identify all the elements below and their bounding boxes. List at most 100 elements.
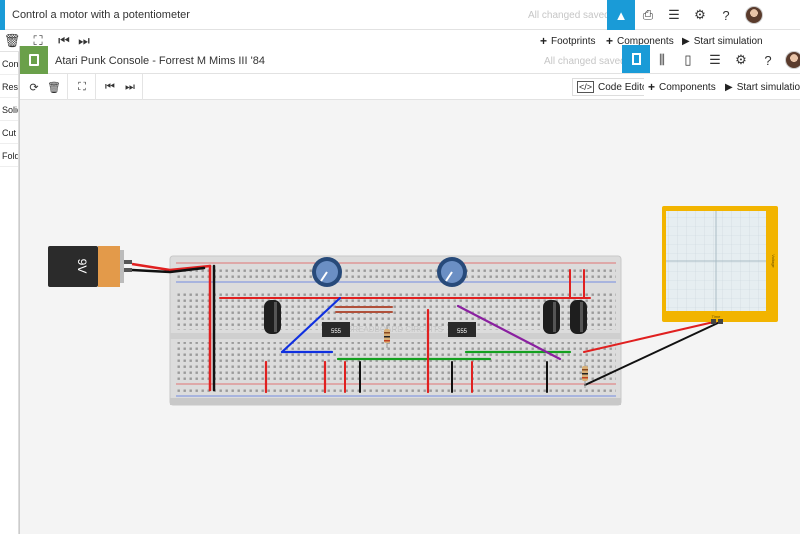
front-avatar[interactable] xyxy=(785,51,800,69)
back-sidebar: Conc Resis Solid Cut li Fold xyxy=(0,52,19,534)
code-icon: </> xyxy=(577,81,595,93)
chip-logo-button[interactable] xyxy=(20,46,48,74)
schematic-icon: ⫼ xyxy=(659,52,665,67)
start-simulation-label: Start simulation xyxy=(736,81,800,93)
breadboard-watermark: BREADBOARD CIRCUITS xyxy=(347,325,443,334)
plus-icon: + xyxy=(606,34,614,48)
code-editor-label: Code Editor xyxy=(598,81,651,93)
front-project-title: Atari Punk Console - Forrest M Mims III … xyxy=(55,55,265,67)
breadboard[interactable]: BREADBOARD CIRCUITS xyxy=(169,255,622,406)
fit-view-icon: ⛶ xyxy=(78,80,86,93)
scope-time-label: Time xyxy=(712,314,722,319)
ic-555-right[interactable]: 555 xyxy=(448,322,476,337)
potentiometer-right[interactable] xyxy=(437,257,467,287)
trash-icon: 🗑 xyxy=(47,81,61,94)
battery-9v[interactable]: 9V xyxy=(48,246,132,287)
wires[interactable] xyxy=(168,264,721,394)
fit-view-button[interactable]: ⛶ xyxy=(70,75,94,99)
capacitor-middle[interactable] xyxy=(543,300,560,334)
print-button[interactable]: ⎙ xyxy=(636,3,660,27)
front-list-button[interactable]: ☰ xyxy=(703,48,727,72)
gear-icon: ⚙ xyxy=(694,7,706,22)
sidebar-item-3[interactable]: Cut li xyxy=(0,121,18,144)
back-fit-button[interactable]: ⛶ xyxy=(26,29,50,53)
front-window: Atari Punk Console - Forrest M Mims III … xyxy=(19,45,800,534)
front-titlebar: Atari Punk Console - Forrest M Mims III … xyxy=(20,45,800,74)
plus-icon: + xyxy=(540,34,548,48)
list-icon: ☰ xyxy=(709,52,721,67)
play-icon: ▶ xyxy=(725,81,733,93)
capacitor-left[interactable] xyxy=(264,300,281,334)
help-button[interactable]: ? xyxy=(714,3,738,27)
battery-negative-wire[interactable] xyxy=(131,268,171,274)
oscilloscope[interactable]: Voltage Time xyxy=(662,206,778,324)
toolbar-divider xyxy=(142,74,143,100)
circuit-canvas[interactable]: 9V BREADBOARD CIRCUITS xyxy=(20,100,800,534)
front-help-button[interactable]: ? xyxy=(756,48,780,72)
chip-icon xyxy=(631,53,641,65)
list-icon: ☰ xyxy=(668,7,680,22)
circuit-icon: ▲ xyxy=(614,7,628,23)
back-skip-forward-button[interactable]: ⏭ xyxy=(72,29,96,53)
rotate-button[interactable]: ⟳ xyxy=(22,75,46,99)
back-footprints-button[interactable]: +Footprints xyxy=(536,32,600,50)
skip-back-icon: ⏮ xyxy=(58,33,70,48)
pcb-view-button[interactable]: ▯ xyxy=(676,48,700,72)
back-components-button[interactable]: +Components xyxy=(602,32,678,50)
resistor-middle[interactable] xyxy=(384,325,390,348)
avatar[interactable] xyxy=(745,6,763,24)
settings-button[interactable]: ⚙ xyxy=(688,3,712,27)
components-button[interactable]: +Components xyxy=(644,78,720,96)
battery-positive-wire[interactable] xyxy=(131,262,171,272)
list-button[interactable]: ☰ xyxy=(662,3,686,27)
battery-label: 9V xyxy=(75,259,89,274)
back-accent-bar xyxy=(0,0,5,30)
schematic-view-button[interactable]: ⫼ xyxy=(650,48,674,72)
skip-forward-icon: ⏭ xyxy=(78,33,90,48)
toolbar-divider xyxy=(95,74,96,100)
components-label: Components xyxy=(659,81,716,93)
fit-view-icon: ⛶ xyxy=(33,33,43,48)
skip-forward-button[interactable]: ⏭ xyxy=(118,75,142,99)
components-label: Components xyxy=(617,35,674,47)
front-settings-button[interactable]: ⚙ xyxy=(729,48,753,72)
circuit-view-button[interactable]: ▲ xyxy=(607,0,635,30)
chip-label: 555 xyxy=(457,329,468,335)
back-titlebar: Control a motor with a potentiometer All… xyxy=(0,0,800,30)
sidebar-item-2[interactable]: Solid xyxy=(0,98,18,121)
back-project-title: Control a motor with a potentiometer xyxy=(12,9,190,21)
chip-icon xyxy=(29,54,39,66)
pcb-icon: ▯ xyxy=(684,52,692,67)
play-icon: ▶ xyxy=(682,35,690,47)
help-icon: ? xyxy=(764,52,772,68)
capacitor-right[interactable] xyxy=(570,300,587,334)
delete-button[interactable]: 🗑 xyxy=(42,75,66,99)
ic-555-left[interactable]: 555 xyxy=(322,322,350,337)
gear-icon: ⚙ xyxy=(735,52,747,67)
back-skip-back-button[interactable]: ⏮ xyxy=(52,29,76,53)
chip-label: 555 xyxy=(331,329,342,335)
back-saved-status: All changed saved xyxy=(528,10,610,21)
front-toolbar: ⟳ 🗑 ⛶ ⏮ ⏭ </>Code Editor +Components ▶St… xyxy=(20,74,800,100)
toolbar-divider xyxy=(67,74,68,100)
skip-back-button[interactable]: ⏮ xyxy=(98,75,122,99)
scope-voltage-label: Voltage xyxy=(771,254,776,268)
print-icon: ⎙ xyxy=(642,7,654,22)
sidebar-item-0[interactable]: Conc xyxy=(0,52,18,75)
potentiometer-left[interactable] xyxy=(312,257,342,287)
plus-icon: + xyxy=(648,80,656,94)
breadboard-view-button[interactable] xyxy=(622,45,650,73)
skip-forward-icon: ⏭ xyxy=(125,80,135,93)
skip-back-icon: ⏮ xyxy=(105,80,115,93)
resistor-right[interactable] xyxy=(582,362,588,388)
start-simulation-label: Start simulation xyxy=(693,35,763,47)
back-delete-button[interactable]: 🗑 xyxy=(0,29,24,53)
trash-icon: 🗑 xyxy=(3,33,21,48)
start-simulation-button[interactable]: ▶Start simulation xyxy=(721,78,800,96)
rotate-icon: ⟳ xyxy=(29,81,39,94)
help-icon: ? xyxy=(722,7,730,23)
sidebar-item-4[interactable]: Fold xyxy=(0,144,18,167)
back-start-simulation-button[interactable]: ▶Start simulation xyxy=(678,32,767,50)
sidebar-item-1[interactable]: Resis xyxy=(0,75,18,98)
code-editor-button[interactable]: </>Code Editor xyxy=(572,78,656,96)
